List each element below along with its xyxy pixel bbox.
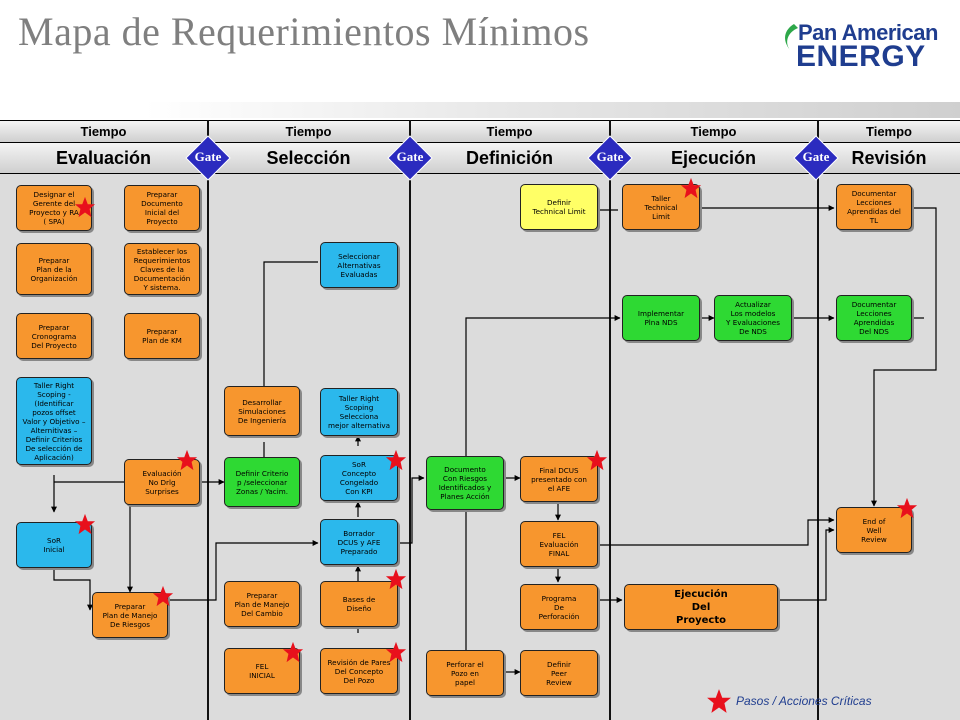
logo-swoosh-icon bbox=[785, 24, 798, 50]
page-title: Mapa de Requerimientos Mínimos bbox=[18, 9, 590, 54]
box-documento-riesgos: Documento Con Riesgos Identificados y Pl… bbox=[426, 456, 504, 510]
box-final-dcus: Final DCUS presentado con el AFE bbox=[520, 456, 598, 502]
critical-star-icon bbox=[385, 449, 407, 471]
time-label: Tiempo bbox=[0, 121, 208, 142]
phase-seleccion: Selección bbox=[208, 143, 410, 173]
box-taller-seleccion: Taller Right Scoping Selecciona mejor al… bbox=[320, 388, 398, 436]
critical-star-icon bbox=[74, 196, 96, 218]
box-implementar-nds: Implementar Plna NDS bbox=[622, 295, 700, 341]
box-plan-riesgos: Preparar Plan de Manejo De Riesgos bbox=[92, 592, 168, 638]
time-label: Tiempo bbox=[410, 121, 610, 142]
box-fel-inicial: FEL INICIAL bbox=[224, 648, 300, 694]
critical-star-icon bbox=[385, 641, 407, 663]
critical-star-icon bbox=[586, 449, 608, 471]
box-desarrollar-simulaciones: Desarrollar Simulaciones De Ingeniería bbox=[224, 386, 300, 436]
box-taller-right-scoping: Taller Right Scoping - (Identificar pozo… bbox=[16, 377, 92, 465]
legend-label: Pasos / Acciones Críticas bbox=[736, 694, 872, 708]
box-definir-technical-limit: Definir Technical Limit bbox=[520, 184, 598, 230]
box-plan-km: Preparar Plan de KM bbox=[124, 313, 200, 359]
box-plan-cambio: Preparar Plan de Manejo Del Cambio bbox=[224, 581, 300, 627]
box-establecer-requerimientos: Establecer los Requerimientos Claves de … bbox=[124, 243, 200, 295]
phase-definicion: Definición bbox=[410, 143, 610, 173]
column-divider bbox=[609, 120, 611, 720]
box-programa-perforacion: Programa De Perforación bbox=[520, 584, 598, 630]
critical-star-icon bbox=[74, 513, 96, 535]
critical-star-icon bbox=[152, 585, 174, 607]
column-divider bbox=[817, 120, 819, 720]
box-definir-criterio: Definir Criterio p /seleccionar Zonas / … bbox=[224, 457, 300, 507]
box-borrador-dcus: Borrador DCUS y AFE Preparado bbox=[320, 519, 398, 565]
box-sor-inicial: SoR Inicial bbox=[16, 522, 92, 568]
box-end-of-well-review: End of Well Review bbox=[836, 507, 912, 553]
box-seleccionar-alternativas: Seleccionar Alternativas Evaluadas bbox=[320, 242, 398, 288]
box-actualizar-modelos: Actualizar Los modelos Y Evaluaciones De… bbox=[714, 295, 792, 341]
column-divider bbox=[207, 120, 209, 720]
gate-label: Gate bbox=[396, 149, 424, 164]
box-ejecucion-proyecto: Ejecución Del Proyecto bbox=[624, 584, 778, 630]
box-preparar-documento: Preparar Documento Inicial del Proyecto bbox=[124, 185, 200, 231]
critical-star-icon bbox=[282, 641, 304, 663]
gate-label: Gate bbox=[802, 149, 830, 164]
box-fel-final: FEL Evaluación FINAL bbox=[520, 521, 598, 567]
gate-label: Gate bbox=[596, 149, 624, 164]
box-cronograma: Preparar Cronograma Del Proyecto bbox=[16, 313, 92, 359]
time-label: Tiempo bbox=[208, 121, 410, 142]
box-bases-diseno: Bases de Diseño bbox=[320, 581, 398, 627]
critical-star-icon bbox=[385, 568, 407, 590]
gate-label: Gate bbox=[194, 149, 222, 164]
box-plan-organizacion: Preparar Plan de la Organización bbox=[16, 243, 92, 295]
box-designar-gerente: Designar el Gerente del Proyecto y RA ( … bbox=[16, 185, 92, 231]
decorative-band bbox=[0, 102, 960, 118]
legend-star-icon bbox=[707, 689, 731, 713]
time-label: Tiempo bbox=[818, 121, 960, 142]
time-label: Tiempo bbox=[610, 121, 818, 142]
gate-diamond: Gate bbox=[793, 135, 839, 181]
critical-star-icon bbox=[176, 449, 198, 471]
gate-diamond: Gate bbox=[387, 135, 433, 181]
box-peer-review: Definir Peer Review bbox=[520, 650, 598, 696]
column-divider bbox=[409, 120, 411, 720]
phase-header-row: Evaluación Selección Definición Ejecució… bbox=[0, 142, 960, 174]
phase-evaluacion: Evaluación bbox=[0, 143, 208, 173]
logo-text-top: Pan American bbox=[798, 20, 938, 45]
box-revision-pares: Revisión de Pares Del Concepto Del Pozo bbox=[320, 648, 398, 694]
critical-star-icon bbox=[680, 177, 702, 199]
box-documentar-lecciones-nds: Documentar Lecciones Aprendidas Del NDS bbox=[836, 295, 912, 341]
box-perforar-papel: Perforar el Pozo en papel bbox=[426, 650, 504, 696]
critical-star-icon bbox=[896, 497, 918, 519]
gate-diamond: Gate bbox=[587, 135, 633, 181]
phase-revision: Revisión bbox=[818, 143, 960, 173]
company-logo: Pan American ENERGY bbox=[780, 20, 940, 86]
box-evaluacion-no-drlg: Evaluación No Drlg Surprises bbox=[124, 459, 200, 505]
box-sor-congelado: SoR Concepto Congelado Con KPI bbox=[320, 455, 398, 501]
logo-text-bottom: ENERGY bbox=[796, 40, 926, 73]
phase-ejecucion: Ejecución bbox=[610, 143, 818, 173]
box-documentar-lecciones-tl: Documentar Lecciones Aprendidas del TL bbox=[836, 184, 912, 230]
gate-diamond: Gate bbox=[185, 135, 231, 181]
time-header-row: Tiempo Tiempo Tiempo Tiempo Tiempo bbox=[0, 120, 960, 142]
